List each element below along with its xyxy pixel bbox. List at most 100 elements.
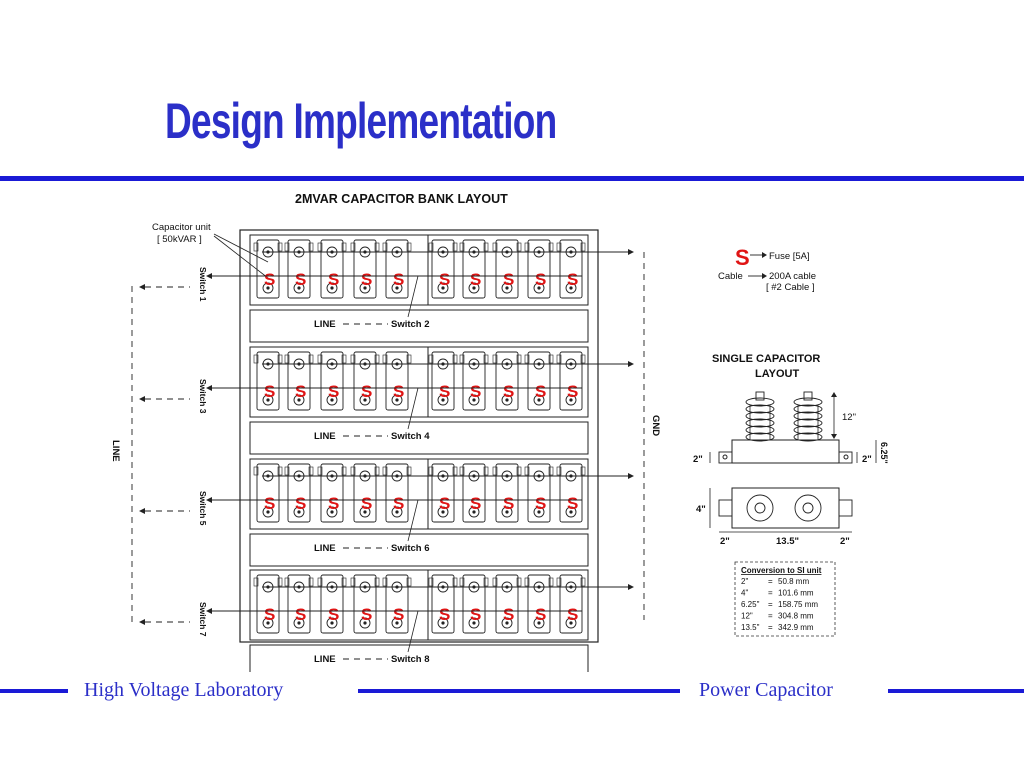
capacitor-tab: [341, 242, 347, 252]
capacitor-tab: [284, 466, 290, 476]
capacitor-unit: [495, 239, 519, 299]
fuse-symbol: S: [295, 270, 306, 289]
footer-line-middle: [358, 689, 680, 693]
terminal-bushing: [326, 394, 338, 406]
line-switch-band: [249, 644, 589, 672]
capacitor-callout-leader: [213, 235, 269, 279]
terminal-bushing: [326, 282, 338, 294]
capacitor-unit: [320, 351, 344, 411]
capacitor-unit: [385, 351, 409, 411]
terminal-bushing: [326, 506, 338, 518]
fuse-symbol: S: [361, 270, 372, 289]
fuse-symbol: S: [361, 605, 372, 624]
capacitor-tab: [516, 466, 522, 476]
line-switch-band: [249, 309, 589, 343]
fuse-symbol: S: [328, 382, 339, 401]
capacitor-tab: [341, 354, 347, 364]
capacitor-tab: [483, 466, 489, 476]
capacitor-tab: [483, 577, 489, 587]
terminal-stud: [569, 510, 573, 514]
conversion-title: Conversion to SI unit: [741, 566, 822, 575]
fuse-symbol: S: [503, 605, 514, 624]
capacitor-tab: [253, 577, 259, 587]
line-tap-arrowhead: [139, 396, 145, 402]
dim-bottom-right-label: 2": [840, 536, 850, 547]
capacitor-row-frame: [249, 234, 589, 306]
capacitor-unit: [495, 574, 519, 634]
capacitor-tab: [556, 242, 562, 252]
bushing-top-inner: [802, 502, 814, 514]
line-switch-leader: [407, 499, 419, 542]
capacitor-body-top: [731, 487, 840, 529]
bushing-top-outer: [794, 494, 822, 522]
dim-arrowhead: [831, 434, 837, 439]
capacitor-unit: [495, 351, 519, 411]
capacitor-unit: [495, 463, 519, 523]
capacitor-unit: [431, 351, 455, 411]
terminal-stud: [297, 398, 301, 402]
capacitor-row-frame: [249, 458, 589, 530]
terminal-bushing: [565, 282, 577, 294]
capacitor-tab: [317, 577, 323, 587]
fuse-symbol: S: [567, 605, 578, 624]
capacitor-tab: [516, 242, 522, 252]
capacitor-unit: [462, 463, 486, 523]
conversion-imperial: 6.25": [741, 600, 760, 609]
terminal-stud: [297, 621, 301, 625]
switch-arrowhead: [206, 608, 212, 614]
capacitor-unit-label: Capacitor unit: [152, 222, 211, 233]
terminal-bushing: [565, 394, 577, 406]
fuse-symbol: S: [439, 605, 450, 624]
fuse-symbol: S: [295, 605, 306, 624]
bushing-top-inner: [754, 502, 766, 514]
terminal-stud: [266, 621, 270, 625]
footer-topic: Power Capacitor: [699, 679, 833, 701]
bushing-shed: [793, 425, 823, 435]
terminal-stud: [505, 510, 509, 514]
capacitor-tab: [382, 466, 388, 476]
ground-arrowhead: [628, 473, 634, 479]
ground-bus-label: GND: [650, 415, 661, 436]
dim-2-right-label: 2": [862, 454, 872, 465]
capacitor-tab: [284, 242, 290, 252]
capacitor-unit: [431, 574, 455, 634]
capacitor-unit: [527, 239, 551, 299]
terminal-stud: [441, 621, 445, 625]
capacitor-tab: [428, 354, 434, 364]
bushing-shed: [745, 425, 775, 435]
terminal-stud: [395, 510, 399, 514]
line-label: LINE: [314, 543, 336, 554]
capacitor-unit: [462, 351, 486, 411]
conversion-imperial: 4": [741, 589, 748, 598]
capacitor-tab: [341, 577, 347, 587]
capacitor-tab: [428, 577, 434, 587]
fuse-symbol: S: [470, 270, 481, 289]
fuse-symbol: S: [264, 270, 275, 289]
capacitor-tab: [374, 354, 380, 364]
capacitor-tab: [492, 242, 498, 252]
capacitor-tab: [308, 354, 314, 364]
conversion-metric: 342.9 mm: [778, 623, 814, 632]
fuse-symbol: S: [328, 494, 339, 513]
conversion-equals: =: [768, 577, 773, 586]
terminal-bushing: [359, 617, 371, 629]
fuse-symbol: S: [264, 605, 275, 624]
terminal-bushing: [293, 617, 305, 629]
fuse-symbol: S: [470, 382, 481, 401]
terminal-bushing: [501, 617, 513, 629]
capacitor-unit: [287, 574, 311, 634]
legend-cable-label: Cable: [718, 271, 743, 282]
fuse-symbol: S: [361, 494, 372, 513]
fuse-symbol: S: [567, 494, 578, 513]
capacitor-tab: [556, 354, 562, 364]
capacitor-tab: [406, 577, 412, 587]
terminal-stud: [330, 621, 334, 625]
capacitor-tab: [406, 354, 412, 364]
capacitor-tab: [253, 354, 259, 364]
fuse-symbol: S: [439, 270, 450, 289]
fuse-symbol: S: [393, 494, 404, 513]
terminal-stud: [395, 621, 399, 625]
legend-fuse-arrowhead: [762, 252, 767, 258]
dim-bottom-left-label: 2": [720, 536, 730, 547]
